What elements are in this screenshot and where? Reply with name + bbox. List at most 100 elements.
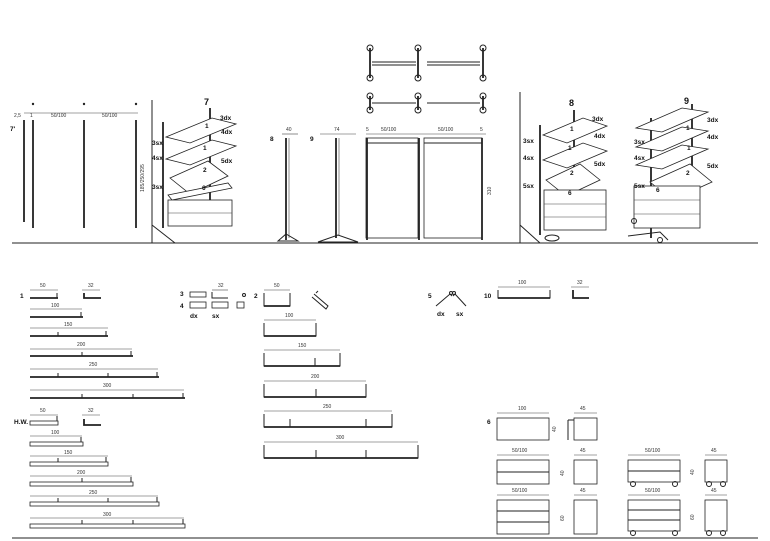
shelf-unit-9: 9 3dx 1 4dx 3sx 1 4sx 5dx 2 5sx 6 bbox=[627, 96, 719, 243]
svg-text:45: 45 bbox=[711, 488, 717, 494]
svg-text:50: 50 bbox=[274, 283, 280, 289]
svg-text:6: 6 bbox=[656, 187, 660, 194]
dim-310: 310 bbox=[487, 186, 493, 195]
svg-text:40: 40 bbox=[560, 470, 566, 476]
svg-text:3dx: 3dx bbox=[707, 117, 719, 124]
svg-text:2: 2 bbox=[203, 167, 207, 174]
svg-text:4sx: 4sx bbox=[523, 155, 534, 162]
svg-text:100: 100 bbox=[518, 406, 527, 412]
dim-74: 74 bbox=[334, 127, 340, 133]
svg-text:32: 32 bbox=[218, 283, 224, 289]
svg-text:45: 45 bbox=[580, 406, 586, 412]
svg-text:40: 40 bbox=[552, 426, 558, 432]
item-number-6: 6 bbox=[487, 419, 491, 426]
svg-text:250: 250 bbox=[323, 404, 332, 410]
svg-text:60: 60 bbox=[690, 514, 696, 520]
svg-text:300: 300 bbox=[103, 512, 112, 518]
svg-text:5dx: 5dx bbox=[221, 158, 233, 165]
svg-text:100: 100 bbox=[285, 313, 294, 319]
svg-text:50: 50 bbox=[40, 408, 46, 414]
item-number-1: 1 bbox=[20, 293, 24, 300]
label-sx: sx bbox=[212, 313, 220, 320]
shelves-item-2: 2 50 100 150 200 250 300 bbox=[254, 283, 419, 459]
svg-text:100: 100 bbox=[51, 430, 60, 436]
svg-text:50: 50 bbox=[40, 283, 46, 289]
svg-text:300: 300 bbox=[103, 383, 112, 389]
svg-text:200: 200 bbox=[77, 342, 86, 348]
unit-number-8: 8 bbox=[569, 98, 574, 108]
svg-text:45: 45 bbox=[711, 448, 717, 454]
shelf-unit-8: 8 3dx 1 4dx 3sx 1 4sx 5dx 2 5sx 6 bbox=[519, 92, 609, 244]
svg-text:100: 100 bbox=[51, 303, 60, 309]
svg-text:50/100: 50/100 bbox=[645, 488, 661, 494]
svg-text:250: 250 bbox=[89, 490, 98, 496]
svg-text:4dx: 4dx bbox=[221, 129, 233, 136]
svg-text:300: 300 bbox=[336, 435, 345, 441]
shelves-item-1: 1 50 32 100 150 200 250 300 bbox=[20, 283, 185, 399]
svg-text:5sx: 5sx bbox=[523, 183, 534, 190]
svg-text:5sx: 5sx bbox=[634, 183, 645, 190]
svg-text:32: 32 bbox=[88, 283, 94, 289]
dim-50-100-b: 50/100 bbox=[102, 113, 118, 119]
svg-text:6: 6 bbox=[568, 190, 572, 197]
svg-text:3sx: 3sx bbox=[523, 138, 534, 145]
unit-number-7: 7 bbox=[204, 97, 209, 107]
svg-text:32: 32 bbox=[88, 408, 94, 414]
dim-50-100-c: 50/100 bbox=[381, 127, 397, 133]
svg-text:150: 150 bbox=[298, 343, 307, 349]
label-hw: H.W. bbox=[14, 419, 28, 426]
svg-text:1: 1 bbox=[686, 125, 690, 132]
label-dx: dx bbox=[190, 313, 198, 320]
svg-text:1: 1 bbox=[568, 145, 572, 152]
svg-text:3dx: 3dx bbox=[220, 115, 232, 122]
unit-number-9: 9 bbox=[684, 96, 689, 106]
dim-heights: 185/250/295 bbox=[140, 164, 146, 192]
svg-text:3dx: 3dx bbox=[592, 116, 604, 123]
item-number-4: 4 bbox=[180, 303, 184, 310]
svg-text:2: 2 bbox=[570, 170, 574, 177]
svg-text:1: 1 bbox=[570, 126, 574, 133]
dim-50-100-a: 50/100 bbox=[51, 113, 67, 119]
svg-text:250: 250 bbox=[89, 362, 98, 368]
dim-2-5: 2,5 bbox=[14, 113, 21, 119]
svg-text:45: 45 bbox=[580, 488, 586, 494]
svg-text:4sx: 4sx bbox=[152, 155, 163, 162]
frame-plan-top bbox=[366, 44, 487, 82]
item-number-7prime: 7' bbox=[10, 126, 16, 133]
wall-uprights-7prime: 7' 2,5 1 50/100 50/100 185/250/295 bbox=[10, 102, 146, 228]
item-number-2: 2 bbox=[254, 293, 258, 300]
item-number-5: 5 bbox=[428, 293, 432, 300]
svg-text:50/100: 50/100 bbox=[512, 448, 528, 454]
svg-text:200: 200 bbox=[311, 374, 320, 380]
svg-text:150: 150 bbox=[64, 450, 73, 456]
dim-5-left: 5 bbox=[366, 127, 369, 133]
svg-text:45: 45 bbox=[580, 448, 586, 454]
svg-text:4dx: 4dx bbox=[594, 133, 606, 140]
svg-text:50/100: 50/100 bbox=[645, 448, 661, 454]
shelves-hw: H.W. 50 32 100 150 200 250 300 bbox=[14, 408, 186, 529]
svg-text:1: 1 bbox=[687, 145, 691, 152]
dim-5-right: 5 bbox=[480, 127, 483, 133]
brackets-items-3-4: 3 4 32 dx sx bbox=[180, 283, 246, 320]
svg-text:4sx: 4sx bbox=[634, 155, 645, 162]
svg-text:3sx: 3sx bbox=[152, 140, 163, 147]
svg-text:5dx: 5dx bbox=[594, 161, 606, 168]
svg-text:1: 1 bbox=[203, 145, 207, 152]
svg-text:3sx: 3sx bbox=[152, 184, 163, 191]
svg-text:1: 1 bbox=[205, 123, 209, 130]
item-number-8: 8 bbox=[270, 136, 274, 143]
label-dx-5: dx bbox=[437, 311, 445, 318]
svg-text:60: 60 bbox=[560, 515, 566, 521]
shelf-item-10: 10 100 32 bbox=[484, 280, 589, 300]
svg-text:2: 2 bbox=[686, 170, 690, 177]
svg-text:100: 100 bbox=[518, 280, 527, 286]
svg-text:50/100: 50/100 bbox=[512, 488, 528, 494]
label-sx-5: sx bbox=[456, 311, 464, 318]
uprights-8-9: 8 40 9 74 bbox=[270, 127, 359, 243]
dim-40: 40 bbox=[286, 127, 292, 133]
svg-text:4dx: 4dx bbox=[707, 134, 719, 141]
svg-text:5dx: 5dx bbox=[707, 163, 719, 170]
svg-text:150: 150 bbox=[64, 322, 73, 328]
